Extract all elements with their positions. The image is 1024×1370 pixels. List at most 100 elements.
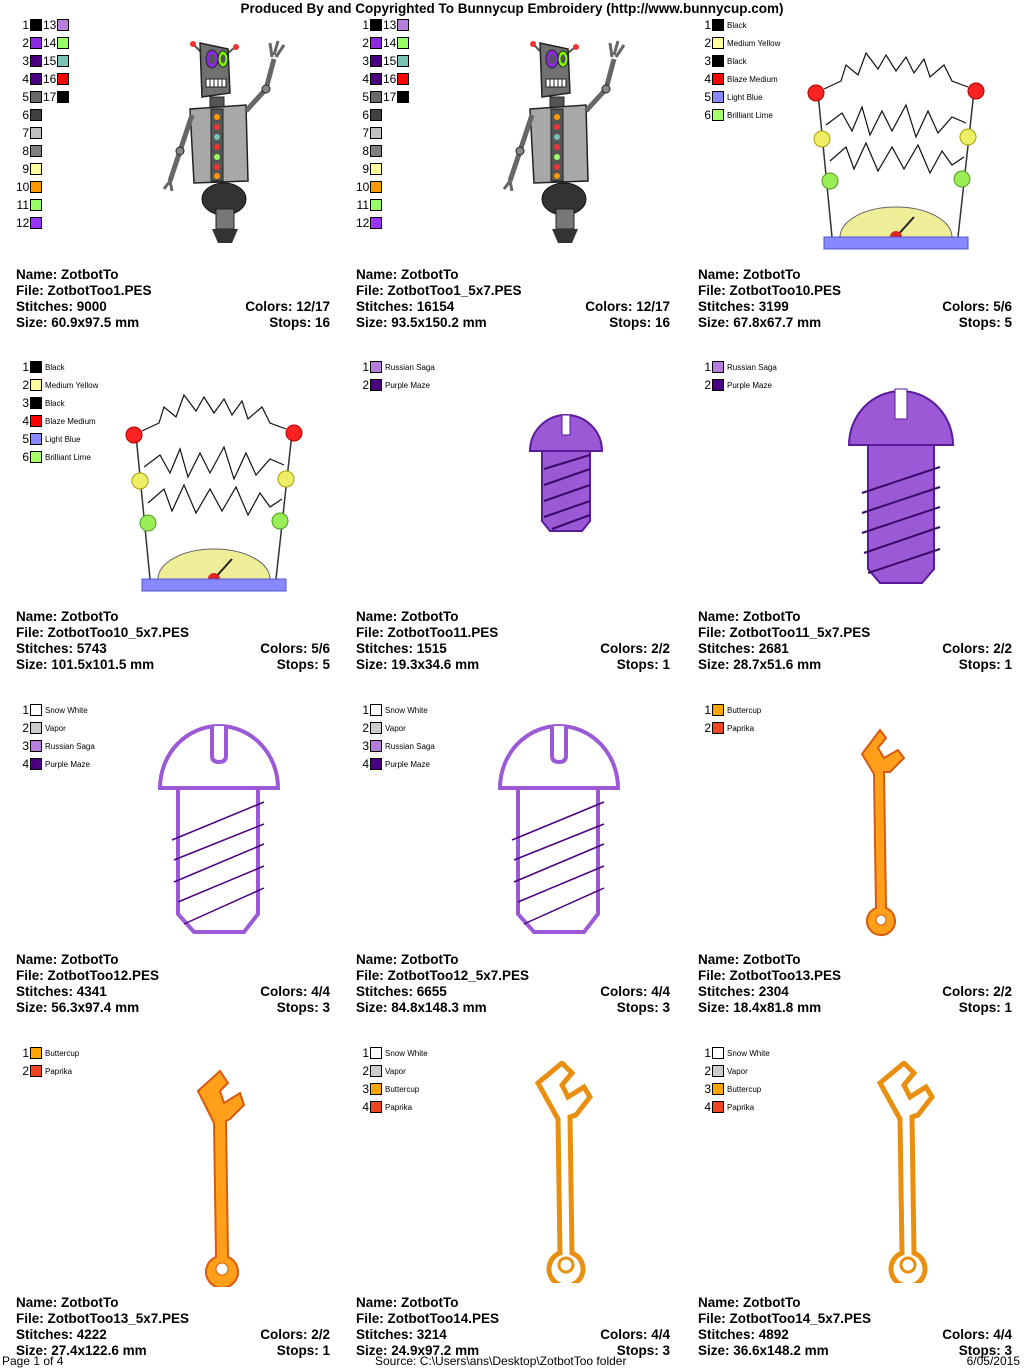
thread-entry: 15 [43,53,69,69]
design-colors: Colors: 4/4 [942,1327,1012,1342]
thread-swatch [30,361,42,373]
thread-number: 4 [22,757,29,771]
design-preview [156,720,282,943]
thread-swatch [30,415,42,427]
design-colors: Colors: 4/4 [600,1327,670,1342]
thread-swatch [30,55,42,67]
info-row: File: ZotbotToo13_5x7.PES [16,1311,330,1327]
thread-entry: 2 [16,35,42,51]
design-file: File: ZotbotToo12.PES [16,968,159,983]
thread-name: Vapor [727,1066,748,1076]
thread-swatch [57,19,69,31]
thread-swatch [370,19,382,31]
thread-entry: 4 Purple Maze [16,756,90,772]
design-colors: Colors: 4/4 [600,984,670,999]
thread-swatch [397,73,409,85]
design-colors: Colors: 5/6 [260,641,330,656]
design-size: Size: 56.3x97.4 mm [16,1000,140,1015]
thread-entry: 11 [356,197,382,213]
design-size: Size: 60.9x97.5 mm [16,315,140,330]
thread-entry: 15 [383,53,409,69]
thread-swatch [370,37,382,49]
thread-number: 17 [383,90,397,104]
thread-number: 4 [362,757,369,771]
thread-swatch [57,91,69,103]
thread-entry: 7 [16,125,42,141]
thread-number: 15 [383,54,397,68]
thread-name: Light Blue [45,434,81,444]
design-file: File: ZotbotToo10.PES [698,283,841,298]
thread-swatch [370,109,382,121]
thread-number: 16 [383,72,397,86]
thread-swatch [30,740,42,752]
thread-number: 7 [362,126,369,140]
info-row: Name: ZotbotTo [356,267,670,283]
thread-number: 2 [22,378,29,392]
design-name: Name: ZotbotTo [698,952,801,967]
thread-name: Snow White [385,705,428,715]
thread-entry: 6 [356,107,382,123]
thread-number: 4 [362,1100,369,1114]
design-stitches: Stitches: 2681 [698,641,789,656]
thread-entry: 16 [383,71,409,87]
design-preview [532,1059,602,1289]
thread-name: Buttercup [727,1084,762,1094]
thread-swatch [370,379,382,391]
thread-swatch [30,37,42,49]
robot-design-image [162,40,286,243]
design-name: Name: ZotbotTo [356,952,459,967]
thread-swatch [370,163,382,175]
thread-name: Purple Maze [45,759,90,769]
thread-entry: 4 [16,71,42,87]
thread-swatch [712,37,724,49]
info-row: File: ZotbotToo13.PES [698,968,1012,984]
info-row: File: ZotbotToo11.PES [356,625,670,641]
thread-number: 2 [704,721,711,735]
thread-number: 1 [704,360,711,374]
design-size: Size: 19.3x34.6 mm [356,657,480,672]
thread-entry: 8 [16,143,42,159]
thread-name: Medium Yellow [727,38,781,48]
thread-number: 6 [22,450,29,464]
thread-number: 6 [22,108,29,122]
thread-name: Paprika [727,723,755,733]
info-row: Name: ZotbotTo [698,267,1012,283]
thread-number: 2 [22,36,29,50]
thread-number: 3 [22,54,29,68]
source-path: Source: C:\Users\ans\Desktop\ZotbotToo f… [375,1354,627,1368]
thread-entry: 3 [356,53,382,69]
thread-number: 17 [43,90,57,104]
thread-number: 1 [22,18,29,32]
design-preview [156,31,306,258]
design-preview [874,1059,944,1289]
thread-name: Vapor [385,723,406,733]
info-row: Name: ZotbotTo [698,609,1012,625]
thread-number: 4 [704,72,711,86]
info-row: Name: ZotbotTo [16,952,330,968]
thread-entry: 4 [356,71,382,87]
thread-swatch [370,722,382,734]
thread-name: Black [45,362,65,372]
thread-number: 14 [43,36,57,50]
thread-entry: 10 [16,179,42,195]
design-stitches: Stitches: 4222 [16,1327,107,1342]
thread-swatch [30,1065,42,1077]
thread-number: 5 [22,90,29,104]
thread-name: Paprika [727,1102,755,1112]
thread-number: 4 [22,72,29,86]
design-stitches: Stitches: 2304 [698,984,789,999]
design-colors: Colors: 2/2 [942,984,1012,999]
